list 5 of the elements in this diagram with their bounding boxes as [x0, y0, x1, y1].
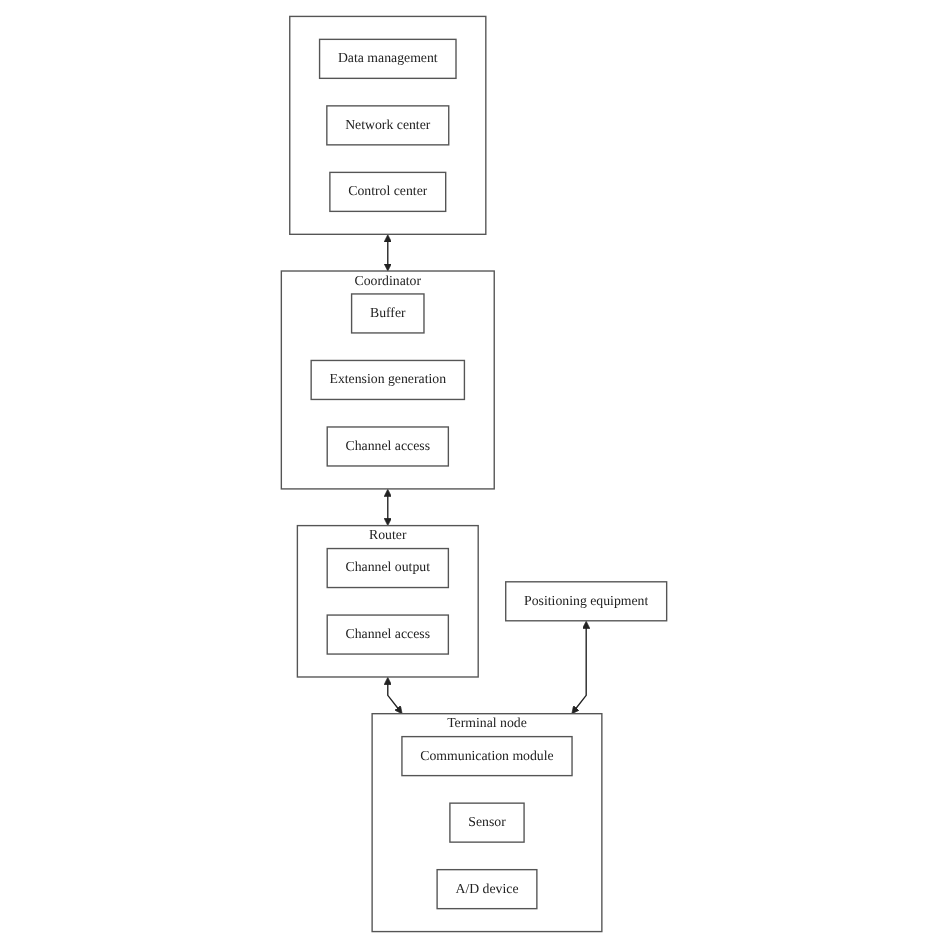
- arrow: [571, 620, 591, 715]
- arrow: [383, 677, 403, 715]
- cluster: [289, 15, 487, 235]
- arrow: [383, 488, 392, 526]
- arrow: [383, 234, 392, 272]
